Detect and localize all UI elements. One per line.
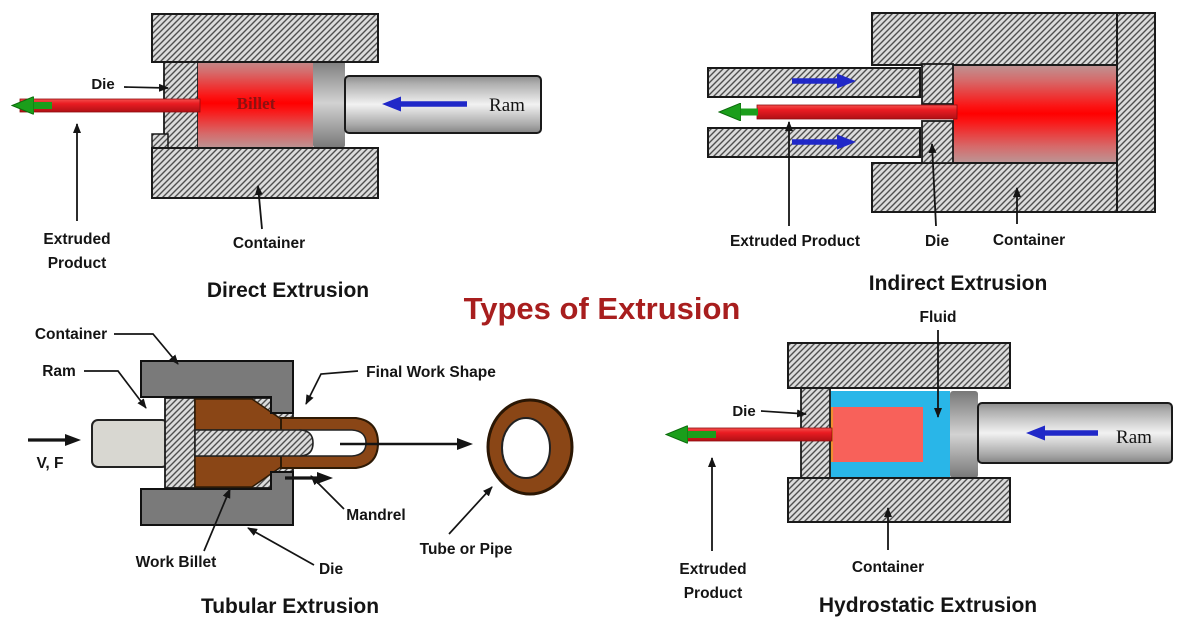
indirect-extruded-label: Extruded Product <box>730 233 860 250</box>
hydro-billet <box>833 407 923 462</box>
hydro-container-label: Container <box>852 559 924 576</box>
hydro-container-top <box>787 342 1011 389</box>
hydro-die-leader <box>760 409 807 418</box>
tubular-ram-rod <box>91 419 169 468</box>
tubular-mandrel-leader <box>310 475 345 510</box>
hydro-ram-label: Ram <box>1116 427 1152 448</box>
page-title: Types of Extrusion <box>464 291 741 326</box>
direct-extruded-label-2: Product <box>48 255 107 272</box>
tubular-ram-label: Ram <box>42 363 76 380</box>
tubular-tube-or-pipe-leader <box>448 486 493 535</box>
indirect-extrusion-diagram: Extruded Product Die Container Indirect … <box>707 12 1156 295</box>
tubular-container-bottom <box>140 471 294 526</box>
tubular-die-label: Die <box>319 561 344 578</box>
tubular-vf-label: V, F <box>37 455 64 472</box>
direct-billet-label: Billet <box>237 94 276 113</box>
hydro-extruded-label-1: Extruded <box>679 561 746 578</box>
tubular-title: Tubular Extrusion <box>201 595 379 618</box>
hydro-die-label: Die <box>732 403 755 420</box>
indirect-die-leader <box>928 143 937 227</box>
tubular-work-billet-label: Work Billet <box>136 554 217 571</box>
direct-die-leader <box>123 83 169 92</box>
direct-container-leader <box>254 185 263 230</box>
tubular-die-leader <box>247 527 315 566</box>
direct-container-bottom <box>151 147 379 199</box>
indirect-die-bottom <box>921 120 954 164</box>
direct-container-label: Container <box>233 235 305 252</box>
tubular-tube-or-pipe-label: Tube or Pipe <box>420 541 513 558</box>
direct-ram-label: Ram <box>489 95 525 116</box>
hydro-container-bottom <box>787 477 1011 523</box>
indirect-extruded-rod <box>756 104 958 120</box>
direct-extruded-label-1: Extruded <box>43 231 110 248</box>
tubular-container-label: Container <box>35 326 107 343</box>
indirect-die-top <box>921 63 954 105</box>
direct-die-label: Die <box>91 76 114 93</box>
tubular-mandrel-label: Mandrel <box>346 507 405 524</box>
tubular-container-top <box>140 360 294 414</box>
tubular-final-work-shape-leader <box>305 370 359 405</box>
tubular-final-work-shape-label: Final Work Shape <box>366 364 496 381</box>
tubular-pipe-ring-hole <box>501 417 551 479</box>
indirect-container-endwall <box>1116 12 1156 213</box>
hydro-fluid-label: Fluid <box>919 309 956 326</box>
indirect-container-label: Container <box>993 232 1065 249</box>
indirect-container-top <box>871 12 1156 66</box>
indirect-billet <box>953 65 1117 162</box>
tubular-extrusion-diagram: Container Ram V, F Final Work Shape Work… <box>28 326 574 618</box>
direct-title: Direct Extrusion <box>207 279 369 302</box>
indirect-die-label: Die <box>925 233 950 250</box>
direct-dummy-block <box>313 58 345 148</box>
tubular-work-billet-leader <box>203 488 231 552</box>
indirect-title: Indirect Extrusion <box>869 272 1048 295</box>
tubular-ram-leader <box>84 370 147 409</box>
tubular-ram-plate <box>164 397 196 489</box>
direct-billet <box>198 58 313 148</box>
hydro-dummy-block <box>950 391 978 478</box>
hydrostatic-extrusion-diagram: Ram Fluid Die Extruded Product Container… <box>679 309 1173 617</box>
indirect-container-bottom <box>871 162 1156 213</box>
direct-container-top <box>151 13 379 63</box>
tubular-mandrel <box>194 429 314 457</box>
hydro-extruded-label-2: Product <box>684 585 743 602</box>
hydro-title: Hydrostatic Extrusion <box>819 594 1037 617</box>
tubular-container-leader <box>114 333 179 365</box>
direct-extrusion-diagram: Billet Ram Die Extruded Product Containe… <box>20 13 542 302</box>
